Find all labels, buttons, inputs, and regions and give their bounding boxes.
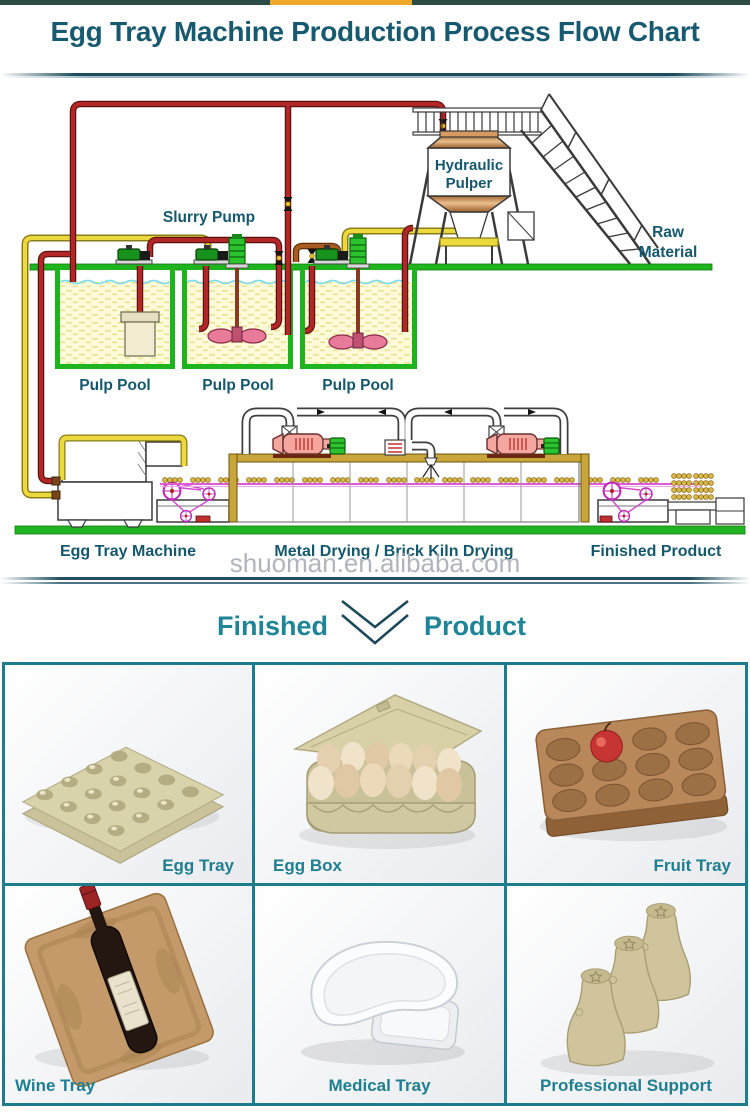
slurry-pump-1 [115, 244, 153, 265]
medical-tray-photo [301, 940, 465, 1065]
transfer-conveyor-right [597, 481, 669, 523]
hydraulic-pulper-unit: Hydraulic Pulper [408, 93, 659, 265]
pulp-pool-label-1: Pulp Pool [79, 377, 150, 394]
section-title-finished: Finished [216, 611, 328, 641]
product-card-egg-box: Egg Box [255, 665, 504, 883]
slurry-pump-2 [193, 244, 231, 265]
blower-1 [272, 433, 332, 459]
blower-2 [486, 433, 546, 459]
slurry-pump-label: Slurry Pump [163, 209, 255, 226]
blower-motor-1 [326, 437, 346, 455]
stairs [520, 93, 659, 265]
divider [0, 581, 750, 584]
product-card-wine-tray: Wine Tray [5, 885, 252, 1103]
divider [0, 577, 750, 580]
drying-tunnel [228, 453, 590, 523]
product-label: Egg Tray [162, 855, 234, 875]
top-band-accent [270, 0, 412, 5]
product-grid: Egg Tray Egg Box [2, 662, 748, 1106]
finished-product-stack [667, 473, 745, 525]
chevron-down-double-icon [341, 599, 409, 645]
spray-unit [384, 439, 440, 479]
fruit-tray-photo [535, 709, 729, 842]
egg-tray-machine [51, 434, 188, 528]
product-label: Professional Support [540, 1076, 712, 1095]
pulp-pool-label-2: Pulp Pool [202, 377, 273, 394]
process-flow-diagram: Hydraulic Pulper Slurry Pump Raw Materia… [14, 93, 746, 578]
blower-motor-2 [540, 437, 560, 455]
wine-bottle [79, 885, 158, 1053]
finished-product-label: Finished Product [591, 543, 722, 560]
raw-material-label-2: Material [639, 244, 698, 261]
divider [0, 73, 750, 76]
divider [0, 76, 750, 78]
pulper-body [427, 147, 511, 197]
pulper-label-2: Pulper [446, 175, 493, 192]
product-label: Egg Box [273, 855, 342, 875]
pulper-label-1: Hydraulic [435, 157, 503, 174]
agitator-motor-1 [225, 233, 249, 269]
transfer-conveyor-left [156, 481, 230, 523]
product-card-fruit-tray: Fruit Tray [507, 665, 745, 883]
air-ducts [241, 407, 569, 458]
product-card-medical-tray: Medical Tray [255, 885, 504, 1103]
lower-ground-line [14, 525, 746, 535]
machine-label: Egg Tray Machine [60, 543, 196, 560]
product-card-professional-support: Professional Support [507, 885, 745, 1103]
egg-box-photo [292, 694, 483, 849]
wine-tray-photo [24, 885, 214, 1087]
egg-tray-photo [21, 746, 225, 864]
page-title: Egg Tray Machine Production Process Flow… [50, 16, 700, 47]
agitators [207, 254, 388, 350]
eggs [308, 742, 462, 802]
raw-material-label-1: Raw [652, 224, 685, 241]
suction-strainer [120, 311, 160, 357]
section-title-product: Product [424, 611, 527, 641]
pulp-pool-label-3: Pulp Pool [322, 377, 393, 394]
support-photo [540, 902, 715, 1076]
product-label: Fruit Tray [653, 855, 731, 875]
product-label: Wine Tray [15, 1076, 96, 1095]
agitator-motor-2 [346, 233, 370, 269]
watermark: shuoman.en.alibaba.com [230, 548, 521, 578]
pulper-legs [408, 151, 530, 265]
product-card-egg-tray: Egg Tray [5, 665, 252, 883]
product-label: Medical Tray [328, 1076, 431, 1095]
drying-label: Metal Drying / Brick Kiln Drying [274, 543, 513, 560]
top-band [0, 0, 750, 5]
